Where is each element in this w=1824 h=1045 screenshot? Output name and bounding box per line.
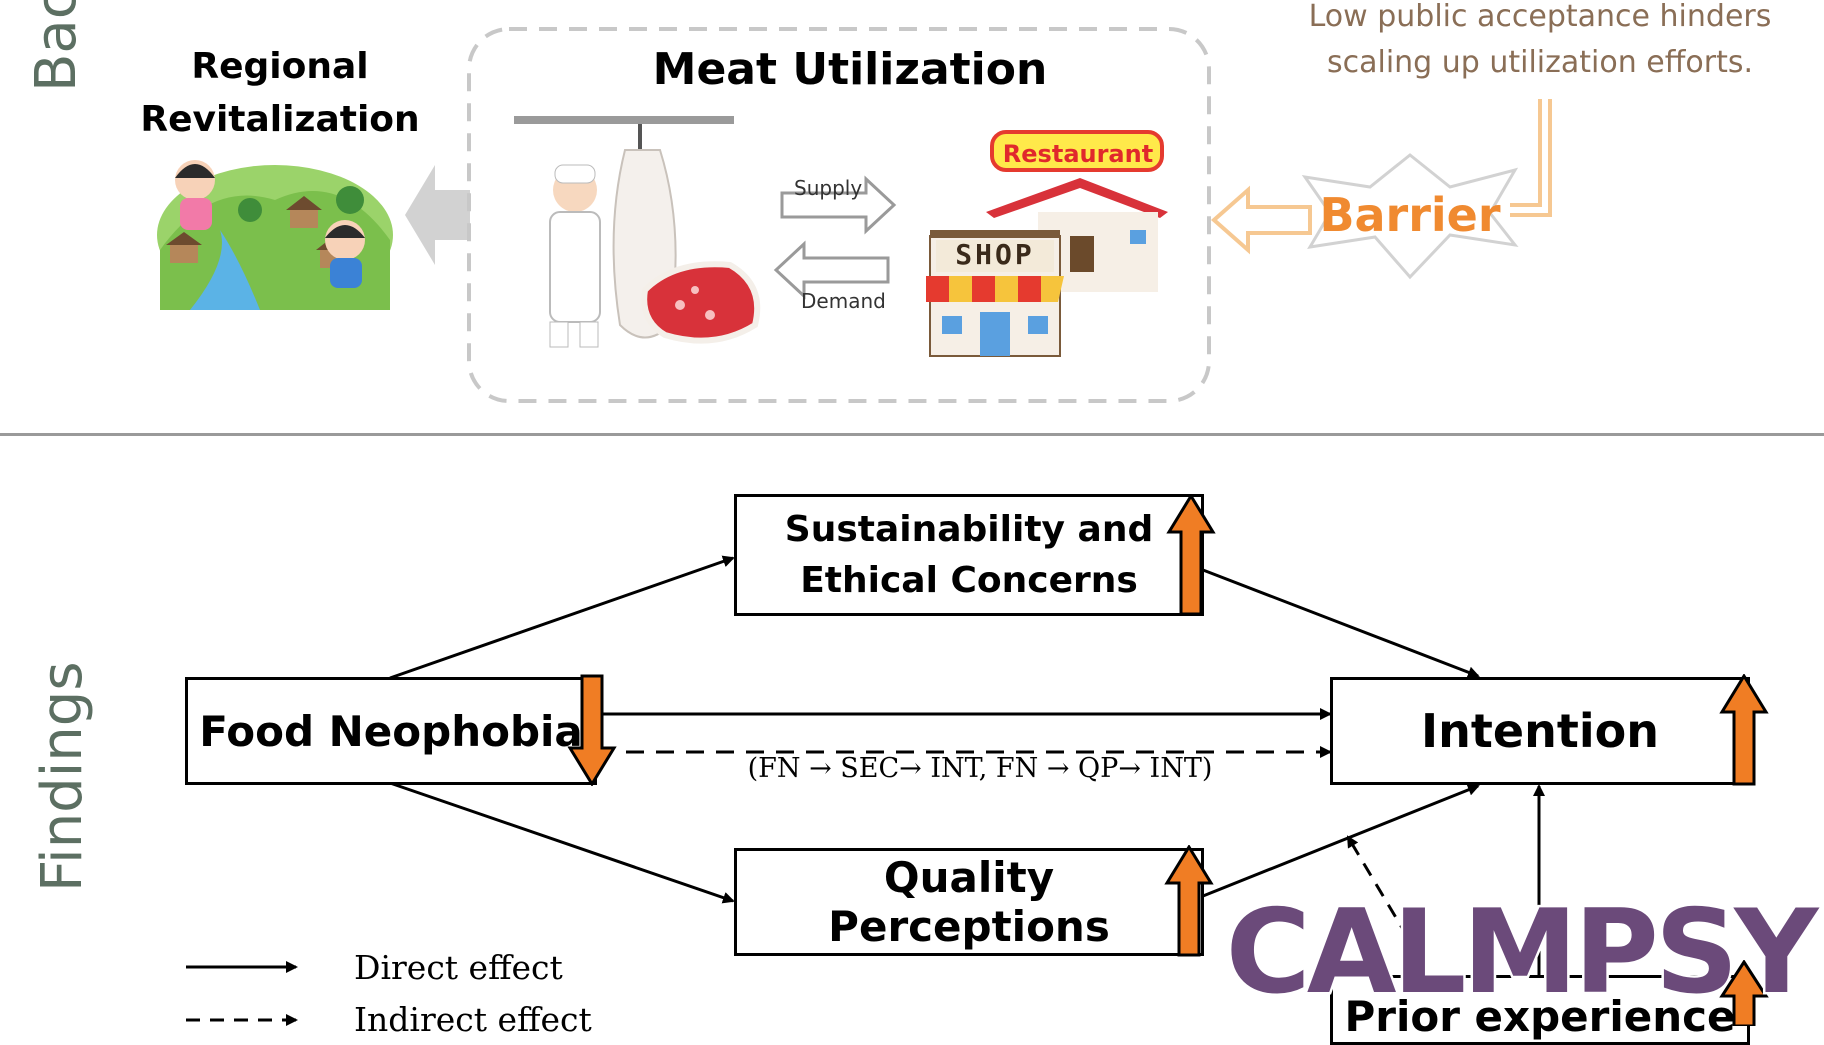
- legend-direct-label: Direct effect: [354, 948, 563, 987]
- restaurant-shop-illustration: [926, 130, 1168, 357]
- supply-label: Supply: [794, 176, 863, 200]
- regional-title: Regional Revitalization: [120, 40, 440, 146]
- butcher-illustration: [514, 116, 761, 348]
- meat-utilization-title: Meat Utilization: [652, 44, 1048, 95]
- node-sustainability-ethical-concerns: Sustainability and Ethical Concerns: [734, 494, 1204, 616]
- barrier-note-line2: scaling up utilization efforts.: [1326, 45, 1754, 80]
- qp-increase-arrow-icon: [1164, 845, 1214, 957]
- path-diagram-connectors: [186, 555, 1545, 1026]
- regional-title-line1: Regional: [191, 46, 369, 87]
- village-illustration: [157, 160, 393, 310]
- demand-arrow-icon: [773, 240, 890, 300]
- supply-arrow-icon: [780, 175, 897, 235]
- meat-utilization-frame: [467, 27, 1211, 403]
- node-intention: Intention: [1330, 677, 1750, 785]
- svg-text:CALMPSY: CALMPSY: [1226, 892, 1820, 1012]
- barrier-illustration: [1210, 99, 1552, 280]
- sec-increase-arrow-icon: [1166, 494, 1216, 616]
- legend-indirect-label: Indirect effect: [354, 1000, 592, 1039]
- barrier-note: Low public acceptance hinders scaling up…: [1260, 0, 1820, 86]
- indirect-path-note: (FN → SEC→ INT, FN → QP→ INT): [747, 753, 1213, 784]
- grey-arrow-icon: [405, 165, 470, 265]
- node-food-neophobia: Food Neophobia: [185, 677, 597, 785]
- barrier-label: Barrier: [1319, 188, 1501, 242]
- restaurant-sign: Restaurant: [1002, 140, 1154, 168]
- shop-sign: SHOP: [955, 238, 1035, 271]
- calmpsy-watermark-logo: CALMPSY: [1223, 892, 1820, 1012]
- demand-label: Demand: [801, 289, 886, 313]
- background-side-label: Bac: [24, 0, 89, 92]
- barrier-note-line1: Low public acceptance hinders: [1308, 0, 1772, 34]
- regional-title-line2: Revitalization: [140, 99, 420, 140]
- prior-increase-arrow-icon: [1719, 960, 1769, 1026]
- node-sec-line2: Ethical Concerns: [800, 560, 1138, 601]
- int-increase-arrow-icon: [1719, 674, 1769, 786]
- node-sec-line1: Sustainability and: [784, 509, 1154, 550]
- fn-decrease-arrow-icon: [567, 674, 617, 786]
- node-quality-perceptions: Quality Perceptions: [734, 848, 1204, 956]
- section-divider: [0, 433, 1824, 436]
